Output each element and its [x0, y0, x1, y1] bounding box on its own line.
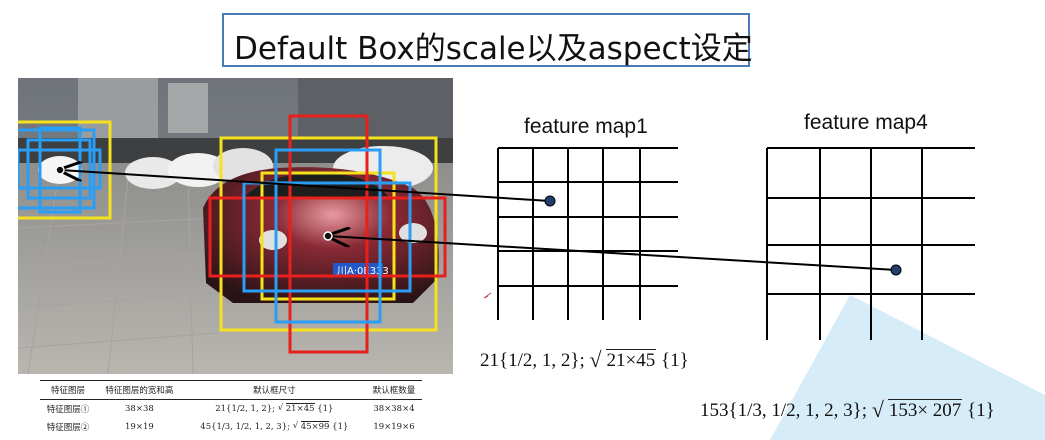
arrow-map4-to-box — [328, 236, 897, 271]
title-box: Default Box的scale以及aspect设定 — [222, 13, 753, 67]
table-header-row: 特征图层 特征图层的宽和高 默认框尺寸 默认框数量 — [40, 380, 422, 400]
header-size: 特征图层的宽和高 — [96, 380, 183, 400]
table-row: 特征图层② 19×19 45{1/3, 1/2, 1, 2, 3}; √45×9… — [40, 418, 422, 436]
formula4-suffix: {1} — [967, 400, 995, 421]
cell-box-sqrt-value: 45×99 — [300, 421, 330, 432]
feature-map4-grid — [766, 147, 975, 340]
feature-map1-label: feature map1 — [524, 115, 648, 138]
formula1-sqrt-value: 21×45 — [605, 349, 657, 371]
box-center-main — [323, 231, 333, 241]
arrow-map1-to-box — [60, 170, 551, 202]
header-box-count: 默认框数量 — [365, 380, 422, 400]
feature-map1-formula: 21{1/2, 1, 2}; √21×45 {1} — [480, 348, 689, 372]
default-box-table: 特征图层 特征图层的宽和高 默认框尺寸 默认框数量 特征图层① 38×38 21… — [40, 380, 422, 436]
cell-box-prefix: 21{1/2, 1, 2}; — [215, 404, 276, 414]
formula4-sqrt: √153× 207 — [871, 398, 963, 422]
header-box-size: 默认框尺寸 — [182, 380, 366, 400]
map1-cell-point — [544, 195, 556, 207]
formula4-prefix: 153{1/3, 1/2, 1, 2, 3}; — [700, 400, 868, 421]
car-photo-illustration: 川A·0E333 — [18, 78, 453, 374]
formula1-sqrt: √21×45 — [589, 348, 657, 372]
car-photo: 川A·0E333 — [18, 78, 453, 374]
feature-map4-formula: 153{1/3, 1/2, 1, 2, 3}; √153× 207 {1} — [700, 398, 995, 422]
cell-box-suffix: {1} — [317, 404, 334, 414]
cell-box-size: 45{1/3, 1/2, 1, 2, 3}; √45×99 {1} — [183, 418, 366, 436]
cell-box-sqrt: √21×45 — [277, 403, 315, 414]
cell-size: 38×38 — [125, 404, 154, 414]
formula4-sqrt-value: 153× 207 — [887, 399, 963, 421]
cell-size: 19×19 — [125, 422, 154, 432]
feature-map4-label: feature map4 — [804, 111, 928, 134]
header-layer: 特征图层 — [40, 380, 97, 400]
cell-layer: 特征图层① — [46, 405, 90, 415]
cell-box-prefix: 45{1/3, 1/2, 1, 2, 3}; — [200, 422, 290, 432]
cursor-mark — [483, 292, 492, 299]
cell-box-suffix: {1} — [332, 422, 349, 432]
slide-title: Default Box的scale以及aspect设定 — [234, 31, 753, 67]
cell-box-sqrt: √45×99 — [292, 421, 330, 432]
cell-count: 19×19×6 — [373, 422, 415, 432]
table-row: 特征图层① 38×38 21{1/2, 1, 2}; √21×45 {1} 38… — [40, 400, 422, 419]
formula1-prefix: 21{1/2, 1, 2}; — [480, 350, 585, 371]
cell-layer: 特征图层② — [46, 423, 90, 433]
box-center-left — [55, 165, 65, 175]
feature-map1-grid — [497, 147, 678, 320]
map4-cell-point — [890, 264, 902, 276]
license-plate: 川A·0E333 — [337, 266, 389, 277]
cell-box-size: 21{1/2, 1, 2}; √21×45 {1} — [183, 400, 366, 419]
cell-box-sqrt-value: 21×45 — [285, 403, 315, 414]
cell-count: 38×38×4 — [373, 404, 415, 414]
formula1-suffix: {1} — [661, 350, 689, 371]
